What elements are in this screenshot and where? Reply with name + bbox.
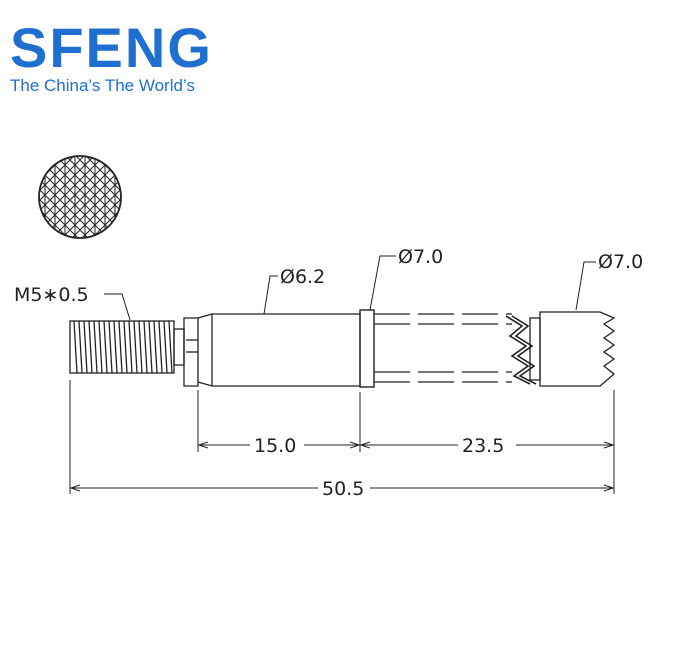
thread-tooth [138, 320, 143, 374]
thread-tooth [78, 320, 83, 374]
brand-tagline: The China’s The World’s [10, 76, 195, 95]
thread-tooth [143, 320, 148, 374]
neck-section [173, 317, 199, 387]
logo-wordmark: SFENG [10, 16, 213, 79]
thread-tooth [73, 320, 78, 374]
thread-tooth [133, 320, 138, 374]
thread-tooth [128, 320, 133, 374]
thread-tooth [158, 320, 163, 374]
thread-tooth [98, 320, 103, 374]
crown-tip [529, 311, 616, 387]
spring [505, 315, 537, 385]
leader-lines [104, 255, 596, 321]
tip-end-view [38, 155, 122, 239]
thread-spec-label: M5∗0.5 [14, 284, 89, 306]
body-length-label: 15.0 [254, 435, 296, 457]
thread-tooth [88, 320, 93, 374]
extension-lines [69, 380, 615, 494]
thread-tooth [108, 320, 113, 374]
thread-tooth [103, 320, 108, 374]
thread-tooth [118, 320, 123, 374]
plunger-length-label: 23.5 [462, 435, 504, 457]
total-length-label: 50.5 [322, 478, 364, 500]
thread-tooth [148, 320, 153, 374]
dimension-lines [71, 445, 613, 488]
tip-diameter-label: Ø7.0 [598, 251, 643, 273]
thread-tooth [123, 320, 128, 374]
thread-tooth [113, 320, 118, 374]
thread-section [69, 320, 175, 374]
thread-tooth [153, 320, 158, 374]
thread-tooth [93, 320, 98, 374]
barrel-body [197, 313, 361, 387]
brand-logo: SFENG [10, 18, 213, 78]
thread-tooth [168, 320, 173, 374]
body-diameter-label: Ø6.2 [280, 266, 325, 288]
collar-ring [359, 309, 375, 388]
thread-tooth [83, 320, 88, 374]
thread-tooth [163, 320, 168, 374]
collar-diameter-label: Ø7.0 [398, 246, 443, 268]
plunger-shaft [374, 313, 512, 383]
